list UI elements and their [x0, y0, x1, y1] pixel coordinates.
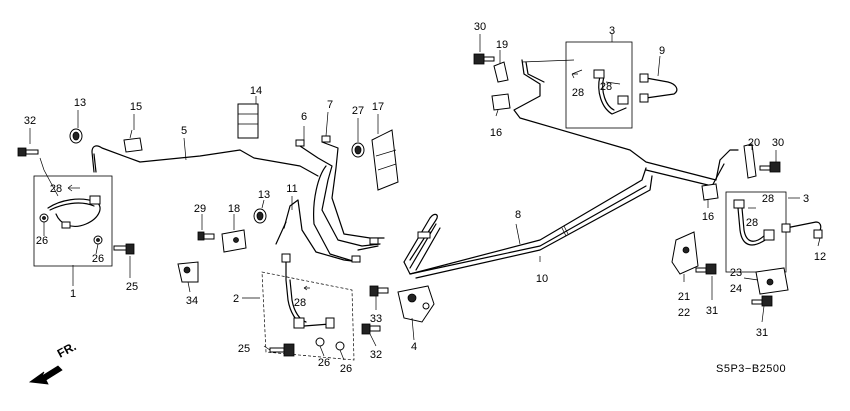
bracket-21-22 — [671, 231, 699, 275]
callout-5: 5 — [181, 125, 187, 137]
bolt-30-top — [473, 53, 495, 65]
callout-31-right: 31 — [756, 327, 768, 339]
callout-16-top: 16 — [490, 127, 502, 139]
bolt-25-left — [113, 243, 135, 255]
hose-assembly-3-top — [565, 41, 633, 129]
callout-14: 14 — [250, 85, 262, 97]
callout-30-top: 30 — [474, 21, 486, 33]
callout-18: 18 — [228, 203, 240, 215]
callout-28-c: 28 — [572, 87, 584, 99]
callout-leaders — [29, 34, 821, 361]
callout-25-bottom: 25 — [238, 343, 250, 355]
bolt-33 — [369, 285, 389, 297]
callout-19: 19 — [496, 39, 508, 51]
callout-16-right: 16 — [702, 211, 714, 223]
callout-20: 20 — [748, 137, 760, 149]
callout-6: 6 — [301, 111, 307, 123]
bolt-31-left — [695, 263, 717, 275]
bracket-18 — [221, 229, 247, 253]
callout-26-d: 26 — [340, 363, 352, 375]
callout-4: 4 — [411, 341, 417, 353]
callout-7: 7 — [327, 99, 333, 111]
bolt-29 — [197, 231, 215, 241]
brake-pipe-upper-right — [513, 59, 739, 187]
bracket-17 — [371, 129, 399, 191]
callout-1: 1 — [70, 288, 76, 300]
callout-9: 9 — [659, 45, 665, 57]
callout-13-middle: 13 — [258, 189, 270, 201]
callout-15: 15 — [130, 101, 142, 113]
bolt-30-right — [759, 161, 781, 173]
brake-pipe-8-10 — [403, 167, 653, 279]
bolt-32-right — [361, 323, 381, 335]
callout-12: 12 — [814, 251, 826, 263]
callout-26-b: 26 — [92, 253, 104, 265]
callout-8: 8 — [515, 209, 521, 221]
callout-28-e: 28 — [762, 193, 774, 205]
callout-26-a: 26 — [36, 235, 48, 247]
callout-31-left: 31 — [706, 305, 718, 317]
clip-16-top — [491, 93, 511, 111]
callout-28-a: 28 — [50, 183, 62, 195]
callout-2: 2 — [233, 293, 239, 305]
front-left-hose-assembly — [33, 157, 113, 286]
front-direction-arrow: FR. — [28, 339, 79, 385]
callout-23: 23 — [730, 267, 742, 279]
callout-10: 10 — [536, 273, 548, 285]
diagram-code: S5P3−B2500 — [716, 363, 786, 375]
callout-28-b: 28 — [294, 297, 306, 309]
callout-30-right: 30 — [772, 137, 784, 149]
valve-4 — [397, 285, 435, 341]
hose-assembly-2 — [261, 253, 355, 361]
callout-25-left: 25 — [126, 281, 138, 293]
grommet-13-middle — [253, 208, 267, 224]
grommet-27 — [351, 142, 365, 158]
bolt-31-right — [751, 295, 773, 307]
callout-33: 33 — [370, 313, 382, 325]
callout-32-left: 32 — [24, 115, 36, 127]
bolt-32-left — [17, 147, 39, 157]
callout-11: 11 — [286, 183, 297, 195]
grommet-13-left — [69, 128, 83, 144]
clip-14 — [237, 103, 259, 139]
brake-pipe-9 — [639, 73, 678, 103]
bracket-19 — [493, 61, 509, 83]
callout-22: 22 — [678, 307, 690, 319]
brake-pipe-5 — [91, 145, 319, 177]
callout-32-right: 32 — [370, 349, 382, 361]
callout-13-left: 13 — [74, 97, 86, 109]
callout-24: 24 — [730, 283, 742, 295]
clip-15 — [123, 129, 143, 153]
hose-assembly-3-right — [725, 191, 787, 273]
callout-3-top: 3 — [609, 25, 615, 37]
clip-34 — [177, 261, 199, 283]
callout-28-f: 28 — [746, 217, 758, 229]
callout-21: 21 — [678, 291, 690, 303]
clip-16-right — [701, 183, 719, 201]
bracket-20 — [743, 143, 757, 179]
bolt-25-bottom — [269, 343, 295, 357]
direction-label: FR. — [55, 339, 79, 360]
callout-27: 27 — [352, 105, 364, 117]
callout-29: 29 — [194, 203, 206, 215]
callout-labels: 1 2 3 3 4 5 6 7 8 9 10 11 12 13 13 14 15… — [24, 21, 826, 375]
bracket-23-24 — [755, 267, 789, 295]
callout-26-c: 26 — [318, 357, 330, 369]
callout-28-d: 28 — [600, 81, 612, 93]
brake-pipe-bundle-center — [275, 135, 385, 263]
callout-17: 17 — [372, 101, 384, 113]
callout-3-right: 3 — [803, 193, 809, 205]
callout-34: 34 — [186, 295, 198, 307]
brake-pipe-12 — [781, 221, 823, 239]
